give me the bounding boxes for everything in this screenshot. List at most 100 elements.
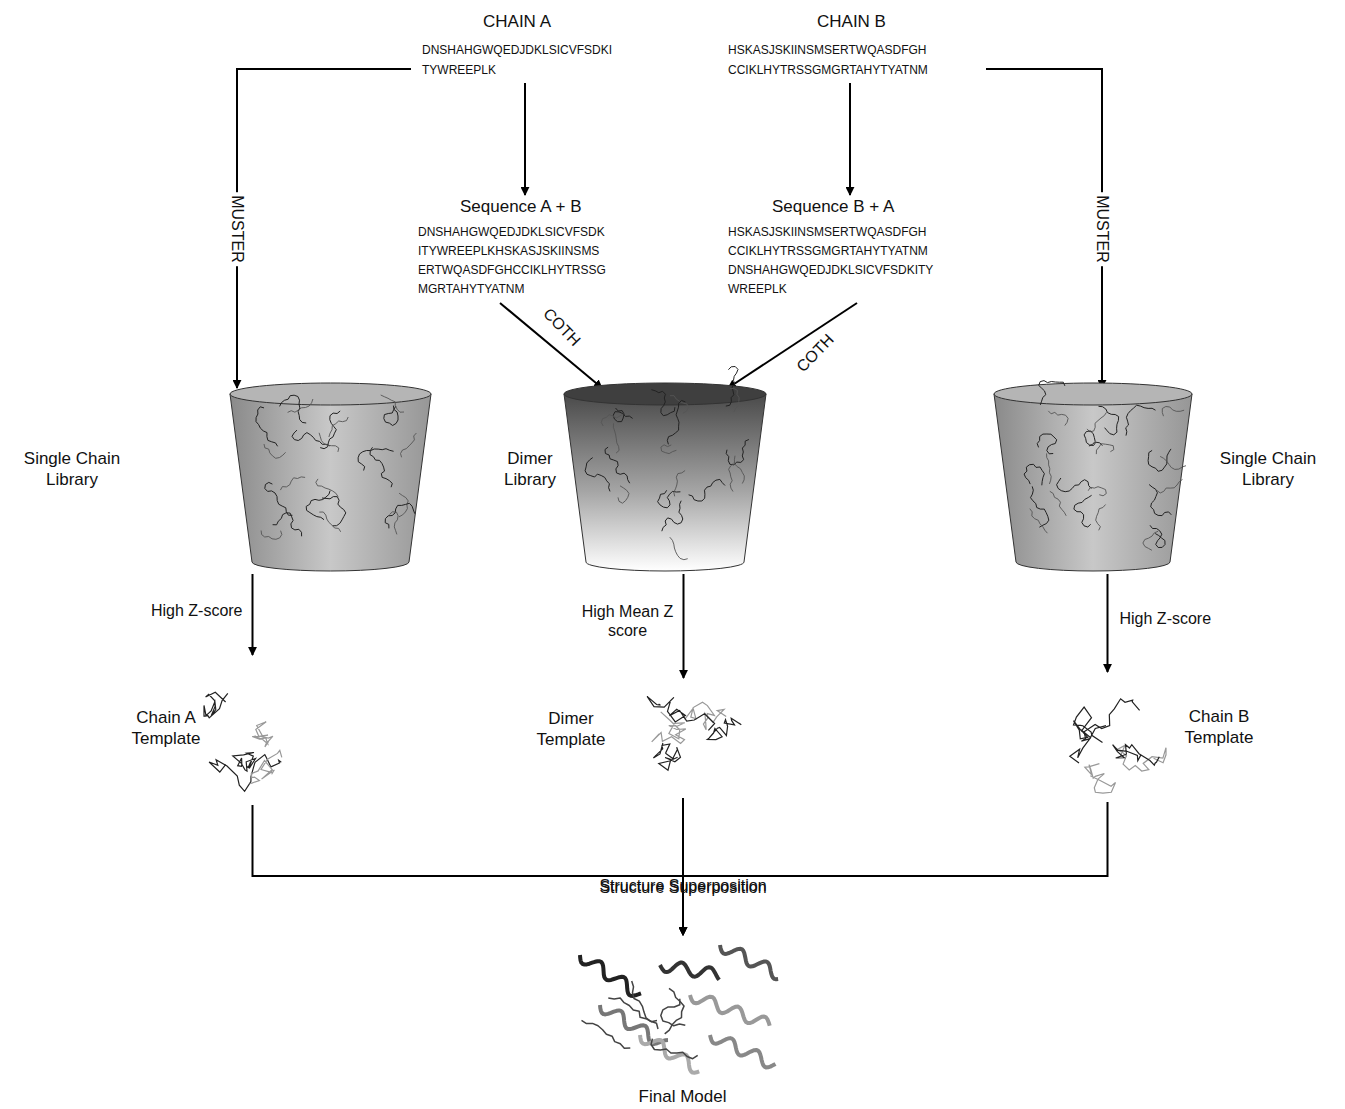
backbone-trace xyxy=(653,743,680,770)
drawing-stroke xyxy=(601,414,623,426)
final-model: Final Model xyxy=(570,935,795,1107)
drawing-stroke xyxy=(670,537,688,560)
drawing-stroke xyxy=(264,444,286,458)
edge-label: High Mean Z score xyxy=(582,602,674,640)
library-cylinder: Single Chain Library xyxy=(228,382,433,572)
drawing-stroke xyxy=(661,445,677,454)
drawing-stroke xyxy=(667,401,685,445)
drawing-stroke xyxy=(585,458,610,492)
drawing-stroke xyxy=(273,513,302,537)
drawing-stroke xyxy=(726,440,749,465)
backbone-trace xyxy=(652,712,686,744)
backbone-trace xyxy=(1070,699,1140,763)
sequence-block: Sequence A + B DNSHAHGWQEDJDKLSICVFSDK IT… xyxy=(412,197,672,299)
drawing-stroke xyxy=(1039,381,1065,405)
sequence-block: Sequence B + AHSKASJSKIINSMSERTWQASDFGH … xyxy=(722,197,982,299)
drawing-stroke xyxy=(658,490,681,508)
drawing-stroke xyxy=(1096,505,1106,531)
drawing-stroke xyxy=(1057,478,1092,492)
backbone-trace xyxy=(1074,707,1107,742)
cylinder-body xyxy=(564,394,766,571)
helix-ribbon xyxy=(580,955,641,996)
drawing-stroke xyxy=(280,395,307,423)
edge-label: COTH xyxy=(790,327,841,379)
sequence-block: CHAIN A DNSHAHGWQEDJDKLSICVFSDKI TYWREEPL… xyxy=(415,12,675,80)
drawing-stroke xyxy=(1024,464,1044,485)
edge-label: MUSTER xyxy=(227,192,248,266)
drawing-stroke xyxy=(1084,431,1102,446)
backbone-trace xyxy=(1085,764,1116,794)
template-label: Chain B Template xyxy=(1177,706,1261,748)
drawing-stroke xyxy=(1143,531,1158,550)
flow-arrow xyxy=(1107,574,1109,672)
template-label: Chain A Template xyxy=(130,707,202,749)
drawing-stroke xyxy=(384,406,398,426)
cyl-outline xyxy=(228,382,433,572)
drawing-stroke xyxy=(288,399,313,412)
drawing-stroke xyxy=(1050,491,1066,516)
cyl-outline xyxy=(992,382,1194,572)
model-label: Final Model xyxy=(550,1087,815,1107)
drawing-stroke xyxy=(726,367,738,407)
helix-ribbon xyxy=(640,1035,699,1073)
drawing-stroke xyxy=(582,1020,631,1048)
drawing-stroke xyxy=(1030,509,1048,534)
chain-heading: Sequence A + B xyxy=(412,197,672,217)
template-structure: Dimer Template xyxy=(621,678,746,798)
drawing-stroke xyxy=(1088,487,1106,496)
drawing-stroke xyxy=(1074,495,1092,527)
drawing-stroke xyxy=(730,388,739,412)
drawing-stroke xyxy=(1087,412,1107,432)
helix-ribbon xyxy=(690,995,770,1026)
sequence-block: CHAIN B HSKASJSKIINSMSERTWQASDFGH CCIKLHY… xyxy=(722,12,982,80)
drawing-stroke xyxy=(358,449,394,471)
helix-ribbon xyxy=(720,945,778,979)
backbone-trace xyxy=(233,753,256,772)
backbone-trace xyxy=(252,722,273,747)
drawing-stroke xyxy=(329,417,348,437)
drawing-stroke xyxy=(734,456,744,484)
drawing-stroke xyxy=(608,998,657,1022)
cylinder-body xyxy=(994,394,1192,571)
drawing-stroke xyxy=(1162,407,1184,417)
flow-arrow xyxy=(253,805,684,935)
drawing-stroke xyxy=(316,479,338,497)
drawing-stroke xyxy=(670,396,688,414)
tmpl-outline xyxy=(621,678,746,798)
edge-label: Structure Superposition xyxy=(599,877,766,896)
drawing-stroke xyxy=(613,423,619,453)
drawing-stroke xyxy=(401,433,417,457)
flow-arrow xyxy=(683,574,685,678)
template-structure: Chain A Template xyxy=(200,655,305,805)
drawing-stroke xyxy=(689,479,725,501)
drawing-stroke xyxy=(665,988,684,1034)
backbone-trace xyxy=(204,692,228,718)
drawing-stroke xyxy=(662,501,683,532)
sequence-text: HSKASJSKIINSMSERTWQASDFGH CCIKLHYTRSSGMG… xyxy=(722,40,978,80)
drawing-stroke xyxy=(280,477,305,490)
final-outline xyxy=(570,935,795,1107)
drawing-stroke xyxy=(729,463,734,491)
drawing-stroke xyxy=(651,1039,698,1059)
drawing-stroke xyxy=(1157,479,1182,493)
sequence-text: DNSHAHGWQEDJDKLSICVFSDKI TYWREEPLK xyxy=(415,40,672,80)
drawing-stroke xyxy=(256,407,278,447)
tmpl-outline xyxy=(1045,672,1170,802)
sequence-text: DNSHAHGWQEDJDKLSICVFSDK ITYWREEPLKHSKASJ… xyxy=(412,223,668,299)
drawing-stroke xyxy=(261,531,282,540)
drawing-stroke xyxy=(1148,449,1171,471)
drawing-stroke xyxy=(674,471,685,497)
backbone-trace xyxy=(1113,745,1160,765)
flow-arrow xyxy=(986,69,1102,388)
drawing-stroke xyxy=(1037,434,1057,454)
chain-heading: CHAIN A xyxy=(415,12,675,32)
flow-arrow xyxy=(849,83,851,195)
helix-ribbon xyxy=(710,1035,776,1067)
helix-ribbon xyxy=(660,963,719,980)
chain-heading: CHAIN B xyxy=(722,12,982,32)
flow-arrow xyxy=(252,574,254,655)
drawing-stroke xyxy=(1149,485,1171,516)
cylinder-top xyxy=(230,383,431,405)
backbone-trace xyxy=(250,750,282,783)
drawing-stroke xyxy=(322,497,346,526)
